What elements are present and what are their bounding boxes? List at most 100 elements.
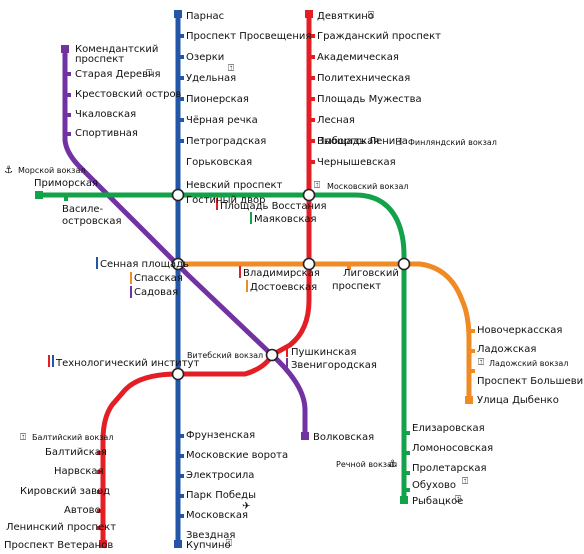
station-label: Достоевская	[250, 282, 317, 293]
station-label: Нарвская	[54, 466, 104, 477]
transfer-pushkinskaya	[265, 348, 279, 362]
station-label: Горьковская	[186, 157, 252, 168]
blue-terminus-south	[174, 540, 182, 548]
station-label: Обухово	[412, 480, 456, 491]
station-label: Пролетарская	[412, 463, 487, 474]
station-label: Чёрная речка	[186, 115, 258, 126]
rail-station-icon: ⍐	[226, 538, 232, 549]
station-label: Пионерская	[186, 94, 249, 105]
station-label: Старая Деревня	[75, 69, 161, 80]
transfer-tech-inst	[171, 367, 185, 381]
station-label: Новочеркасская	[477, 325, 562, 336]
terminal-label: Ладожский вокзал	[489, 359, 568, 368]
station-label: Владимирская	[243, 268, 320, 279]
purple-terminus-north	[61, 45, 69, 53]
station-label: Приморская	[34, 178, 98, 189]
station-label: Электросила	[186, 470, 254, 481]
red-terminus-south	[99, 540, 107, 548]
station-label: Крестовский остров	[75, 89, 182, 100]
station-label: Рыбацкое	[412, 496, 463, 507]
rail-station-icon: ⍐	[146, 68, 152, 79]
station-label: островская	[62, 216, 121, 227]
station-label: Чернышевская	[317, 157, 396, 168]
station-label: Гражданский проспект	[317, 31, 441, 42]
station-label: Пушкинская	[291, 347, 356, 358]
blue-terminus-north	[174, 10, 182, 18]
rail-station-icon: ⍐	[478, 357, 484, 368]
station-label: Спортивная	[75, 128, 138, 139]
station-label: Проспект Просвещения	[186, 31, 311, 42]
station-label: Лесная	[317, 115, 355, 126]
terminal-label: Финляндский вокзал	[408, 138, 497, 147]
transfer-vosstaniya-mayakovskaya	[302, 188, 316, 202]
station-label: Площадь Ленина	[317, 136, 408, 147]
station-label: Московские ворота	[186, 450, 288, 461]
anchor-icon: ⚓	[4, 165, 13, 176]
station-label: Проспект Большевиков	[477, 376, 584, 387]
station-label: Выборгская	[317, 136, 379, 147]
rail-station-icon: ⍐	[455, 494, 461, 505]
red-line	[100, 14, 312, 548]
rail-station-icon: ⍐	[314, 180, 320, 191]
rail-station-icon: ⍐	[462, 476, 468, 487]
station-label: Лиговский	[343, 268, 399, 279]
station-label: Звенигородская	[291, 360, 377, 371]
station-label: Технологический институт	[55, 358, 199, 369]
green-terminus-west	[35, 191, 43, 199]
transfer-nevsky-gostiny	[171, 188, 185, 202]
terminal-label: Речной вокзал	[336, 460, 397, 469]
station-label: Петроградская	[186, 136, 266, 147]
purple-terminus-south	[301, 432, 309, 440]
station-label: проспект	[332, 281, 381, 292]
station-label: Озерки	[186, 52, 224, 63]
station-label: Фрунзенская	[186, 430, 255, 441]
red-station-ticks	[97, 34, 315, 530]
station-label: Купчино	[186, 540, 231, 551]
station-label: Парк Победы	[186, 490, 256, 501]
station-label: Василе-	[62, 204, 104, 215]
green-terminus-south	[400, 496, 408, 504]
station-label: Парнас	[186, 11, 224, 22]
station-label: проспект	[75, 54, 124, 65]
orange-line	[178, 261, 472, 400]
station-label: Ладожская	[477, 344, 536, 355]
station-label: Спасская	[134, 273, 183, 284]
green-station-ticks	[64, 197, 410, 492]
blue-station-ticks	[180, 34, 184, 518]
transfer-nodes	[171, 188, 411, 381]
station-label: Маяковская	[254, 214, 317, 225]
station-label: Елизаровская	[412, 423, 485, 434]
station-label: Площадь Восстания	[220, 201, 327, 212]
station-label: Улица Дыбенко	[477, 395, 559, 406]
terminal-label: Витебский вокзал	[187, 351, 263, 360]
station-label: Ломоносовская	[412, 443, 493, 454]
terminal-label: Морской вокзал	[18, 166, 85, 175]
station-label: Ленинский проспект	[6, 522, 116, 533]
transfer-color-markers	[48, 198, 288, 370]
station-label: Гостиный двор	[186, 195, 265, 206]
rail-station-icon: ⍐	[20, 432, 26, 443]
station-label: Академическая	[317, 52, 399, 63]
red-terminus-north	[305, 10, 313, 18]
purple-line	[62, 50, 308, 436]
terminal-label: Балтийский вокзал	[32, 433, 113, 442]
station-label: Чкаловская	[75, 109, 136, 120]
terminal-label: Московский вокзал	[327, 182, 409, 191]
station-label: Проспект Ветеранов	[4, 540, 113, 551]
station-label: Садовая	[134, 287, 178, 298]
station-label: Автово	[64, 505, 101, 516]
transfer-aleksandra-nevskogo	[397, 257, 411, 271]
orange-station-ticks	[347, 266, 475, 373]
green-line	[38, 192, 407, 503]
icons: ⍐ ⍐ ⍐ ⍐ ⍐ ⍐ ⍐ ⍐ ⍐ ⍐ ⚓ ⚓ ✈	[4, 10, 484, 549]
transfer-sennaya	[171, 257, 185, 271]
station-label: Сенная площадь	[100, 259, 189, 270]
station-label: Площадь Мужества	[317, 94, 422, 105]
rail-station-icon: ⍐	[368, 10, 374, 21]
station-label: Удельная	[186, 73, 236, 84]
station-label: Волковская	[313, 432, 374, 443]
anchor-icon: ⚓	[388, 459, 397, 470]
rail-station-icon: ⍐	[396, 137, 402, 148]
